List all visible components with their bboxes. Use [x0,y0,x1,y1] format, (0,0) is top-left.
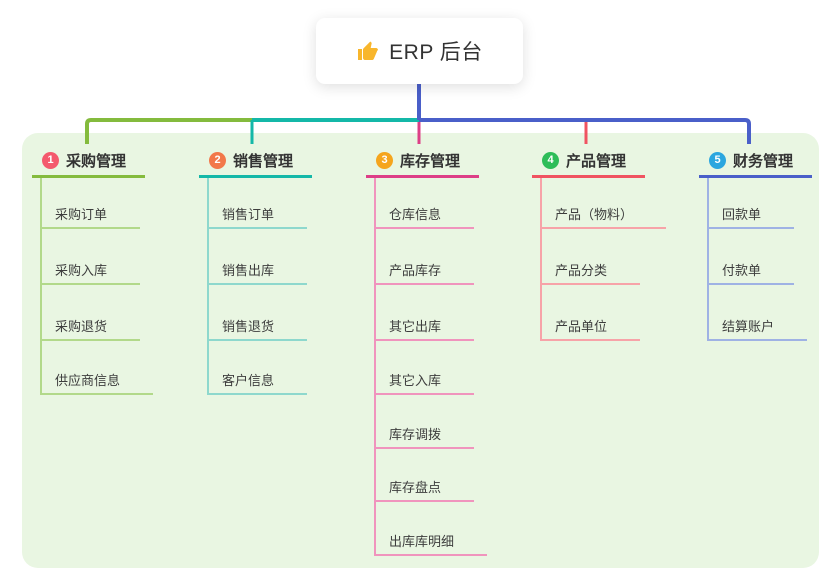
child-node-finance-2[interactable]: 付款单 [707,261,794,285]
child-node-finance-3[interactable]: 结算账户 [707,317,807,341]
branch-badge-finance: 5 [709,152,726,169]
child-node-purchase-3[interactable]: 采购退货 [40,317,140,341]
child-label: 供应商信息 [55,373,121,388]
branch-node-purchase[interactable]: 1 采购管理 [32,146,145,178]
branch-label-inventory: 库存管理 [400,153,461,170]
child-node-inventory-4[interactable]: 其它入库 [374,371,474,395]
child-label: 产品（物料） [555,207,634,222]
branch-badge-inventory: 3 [376,152,393,169]
root-node-erp[interactable]: ERP 后台 [316,18,523,84]
branch-badge-product: 4 [542,152,559,169]
child-node-finance-1[interactable]: 回款单 [707,205,794,229]
children-connector-inventory [374,178,376,556]
branch-label-sales: 销售管理 [233,153,294,170]
child-node-sales-3[interactable]: 销售退货 [207,317,307,341]
child-label: 库存盘点 [389,480,442,495]
child-node-product-3[interactable]: 产品单位 [540,317,640,341]
child-label: 其它入库 [389,373,442,388]
child-label: 客户信息 [222,373,275,388]
children-connector-product [540,178,542,341]
child-label: 采购入库 [55,263,108,278]
branch-label-purchase: 采购管理 [66,153,127,170]
child-label: 出库库明细 [389,534,455,549]
branch-node-product[interactable]: 4 产品管理 [532,146,645,178]
child-label: 仓库信息 [389,207,442,222]
children-connector-sales [207,178,209,395]
branch-node-inventory[interactable]: 3 库存管理 [366,146,479,178]
branch-node-sales[interactable]: 2 销售管理 [199,146,312,178]
child-node-sales-4[interactable]: 客户信息 [207,371,307,395]
child-node-sales-2[interactable]: 销售出库 [207,261,307,285]
child-label: 产品单位 [555,319,608,334]
child-label: 采购订单 [55,207,108,222]
child-label: 销售出库 [222,263,275,278]
child-label: 结算账户 [722,319,775,334]
child-label: 付款单 [722,263,762,278]
child-label: 其它出库 [389,319,442,334]
branch-badge-purchase: 1 [42,152,59,169]
child-label: 产品库存 [389,263,442,278]
child-node-inventory-3[interactable]: 其它出库 [374,317,474,341]
child-label: 销售退货 [222,319,275,334]
child-node-inventory-1[interactable]: 仓库信息 [374,205,474,229]
branch-label-product: 产品管理 [566,153,627,170]
child-label: 回款单 [722,207,762,222]
child-node-inventory-6[interactable]: 库存盘点 [374,478,474,502]
child-node-inventory-7[interactable]: 出库库明细 [374,532,487,556]
branch-node-finance[interactable]: 5 财务管理 [699,146,812,178]
branch-badge-sales: 2 [209,152,226,169]
child-node-purchase-1[interactable]: 采购订单 [40,205,140,229]
child-label: 库存调拨 [389,427,442,442]
child-node-product-1[interactable]: 产品（物料） [540,205,666,229]
child-node-inventory-5[interactable]: 库存调拨 [374,425,474,449]
child-node-product-2[interactable]: 产品分类 [540,261,640,285]
branch-label-finance: 财务管理 [733,153,794,170]
root-node-label: ERP 后台 [389,41,483,64]
children-connector-finance [707,178,709,341]
child-label: 产品分类 [555,263,608,278]
branches-panel [22,133,819,568]
child-node-purchase-2[interactable]: 采购入库 [40,261,140,285]
child-label: 销售订单 [222,207,275,222]
child-node-purchase-4[interactable]: 供应商信息 [40,371,153,395]
children-connector-purchase [40,178,42,395]
child-node-sales-1[interactable]: 销售订单 [207,205,307,229]
child-label: 采购退货 [55,319,108,334]
child-node-inventory-2[interactable]: 产品库存 [374,261,474,285]
thumbs-up-icon [356,39,380,63]
